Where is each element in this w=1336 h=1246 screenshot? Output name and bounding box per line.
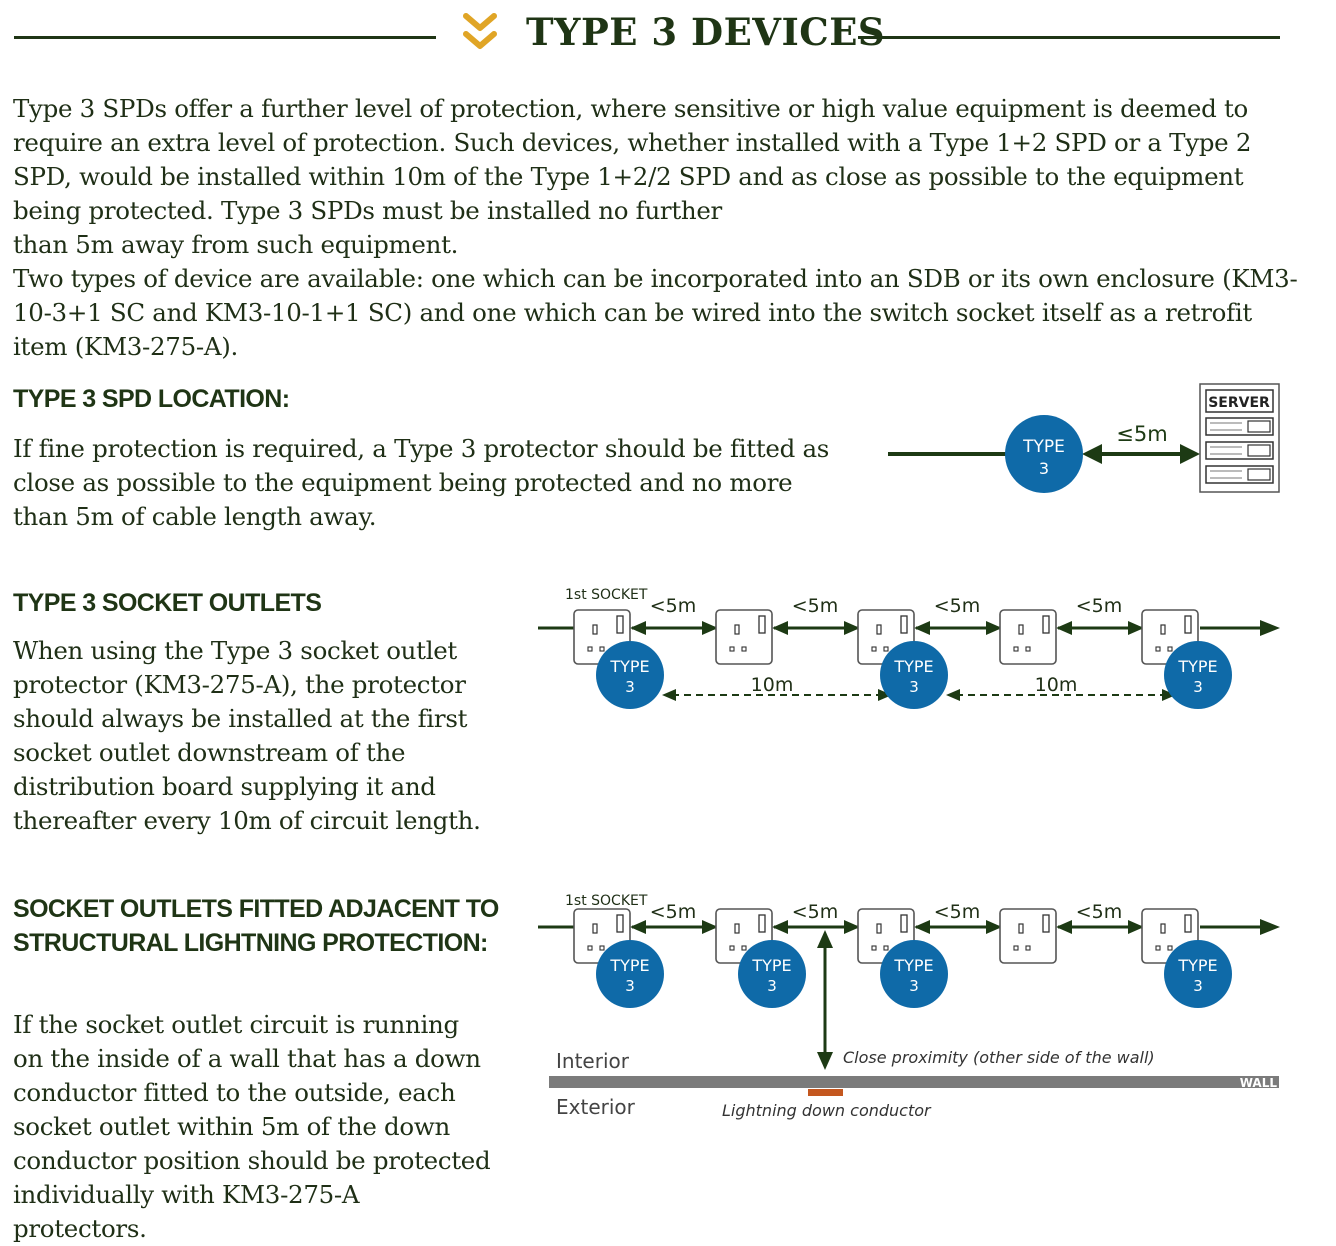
- socket-outlet: [999, 609, 1057, 665]
- socket-outlet: [715, 609, 773, 665]
- badge-label-bottom: 3: [625, 678, 635, 696]
- title-rule-right: [858, 36, 1280, 39]
- type3-badge: TYPE 3: [880, 940, 948, 1008]
- socket-outlet: [999, 908, 1057, 964]
- badge-label-bottom: 3: [909, 678, 919, 696]
- badge-label-bottom: 3: [1193, 977, 1203, 995]
- type3-badge: TYPE 3: [880, 641, 948, 709]
- proximity-arrow: [817, 930, 833, 1070]
- badge-label-top: TYPE: [1177, 657, 1217, 676]
- section-heading-adjacent: SOCKET OUTLETS FITTED ADJACENT TO STRUCT…: [13, 895, 499, 957]
- server-rack: SERVER: [1199, 383, 1280, 493]
- badge-label-bottom: 3: [625, 977, 635, 995]
- section-body-adjacent: If the socket outlet circuit is running …: [13, 1010, 491, 1243]
- spacing-label-2: <5m: [792, 595, 839, 617]
- type3-badge: TYPE 3: [738, 940, 806, 1008]
- badge-label-top: TYPE: [751, 956, 791, 975]
- badge-label-bottom: 3: [1039, 459, 1049, 478]
- section-heading-location: TYPE 3 SPD LOCATION:: [13, 385, 290, 413]
- badge-label-top: TYPE: [1022, 437, 1065, 457]
- page-title: TYPE 3 DEVICES: [526, 10, 886, 54]
- section-body-location: If fine protection is required, a Type 3…: [13, 434, 830, 531]
- intro-paragraph-3: Two types of device are available: one w…: [13, 264, 1298, 361]
- spacing-label-2: <5m: [792, 901, 839, 923]
- badge-label-top: TYPE: [1177, 956, 1217, 975]
- type3-badge: TYPE 3: [1164, 940, 1232, 1008]
- first-socket-label: 1st SOCKET: [565, 893, 648, 909]
- intro-text: Type 3 SPDs offer a further level of pro…: [13, 92, 1313, 364]
- conductor-label: Lightning down conductor: [722, 1101, 932, 1120]
- intro-paragraph-1: Type 3 SPDs offer a further level of pro…: [13, 94, 1252, 225]
- badge-label-top: TYPE: [609, 657, 649, 676]
- exterior-label: Exterior: [556, 1095, 636, 1119]
- badge-label-bottom: 3: [767, 977, 777, 995]
- lightning-diagram: 1st SOCKET <5m <5m <5m <5m: [538, 893, 1280, 1120]
- spacing-label-1: <5m: [650, 901, 697, 923]
- spacing-label-4: <5m: [1076, 901, 1123, 923]
- badge-label-top: TYPE: [893, 657, 933, 676]
- badge-label-top: TYPE: [893, 956, 933, 975]
- distance-label: ≤5m: [1116, 422, 1167, 446]
- title-rule-left: [14, 36, 436, 39]
- section-heading-outlets: TYPE 3 SOCKET OUTLETS: [13, 589, 322, 617]
- location-diagram: TYPE 3 ≤5m SERVER: [888, 383, 1280, 493]
- spacing-label-3: <5m: [934, 901, 981, 923]
- section-body-outlets: When using the Type 3 socket outlet prot…: [13, 636, 481, 835]
- badge-label-bottom: 3: [1193, 678, 1203, 696]
- lightning-down-conductor: [808, 1089, 843, 1096]
- type3-badge: TYPE 3: [596, 940, 664, 1008]
- wall: [549, 1076, 1279, 1088]
- type3-badge: TYPE 3: [1164, 641, 1232, 709]
- spacing-label-1: <5m: [650, 595, 697, 617]
- server-label: SERVER: [1208, 395, 1270, 411]
- outlets-diagram: 1st SOCKET <5m <5m <5m <5m: [538, 587, 1280, 709]
- badge-label-bottom: 3: [909, 977, 919, 995]
- wall-label: WALL: [1240, 1076, 1278, 1090]
- badge-label-top: TYPE: [609, 956, 649, 975]
- first-socket-label: 1st SOCKET: [565, 587, 648, 603]
- chevron-down-icon: [463, 13, 497, 49]
- spacing-label-3: <5m: [934, 595, 981, 617]
- title-row: TYPE 3 DEVICES: [0, 0, 1336, 72]
- proximity-label: Close proximity (other side of the wall): [843, 1048, 1155, 1067]
- interval-label-1: 10m: [751, 674, 794, 696]
- interval-label-2: 10m: [1035, 674, 1078, 696]
- interior-label: Interior: [556, 1049, 630, 1073]
- type3-badge: [1005, 415, 1083, 493]
- intro-paragraph-2: than 5m away from such equipment.: [13, 230, 459, 259]
- spacing-label-4: <5m: [1076, 595, 1123, 617]
- type3-badge: TYPE 3: [596, 641, 664, 709]
